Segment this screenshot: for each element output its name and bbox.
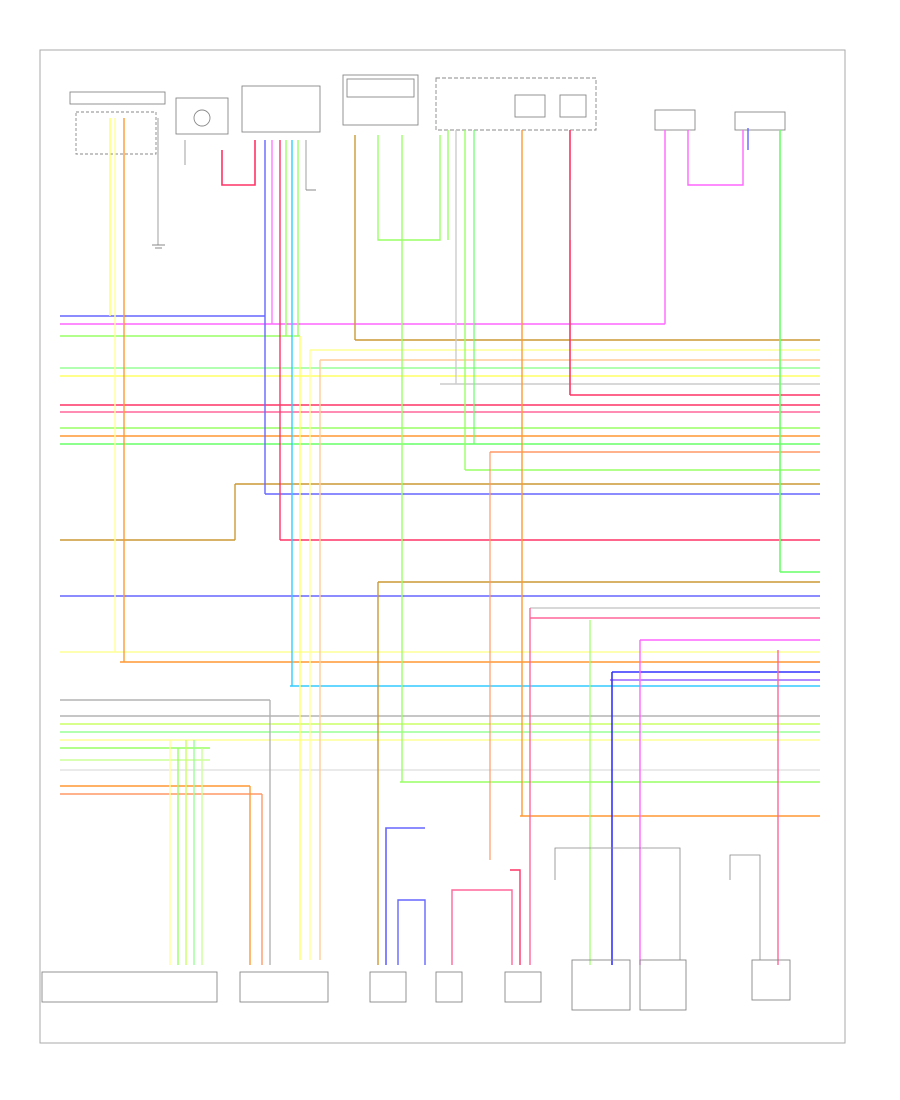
component-bottom-right-switch [751,959,791,1001]
component-bottom-relay-pair [571,959,687,1011]
component-top-switch [241,85,321,133]
wire-verticals [109,118,781,965]
diagram-frame [39,49,846,1044]
component-bottom-switch-a [369,971,407,1003]
component-top-fuse-relay-box [435,77,597,131]
component-top-left-module [69,91,166,155]
component-bottom-transmission [239,971,329,1003]
component-top-right-unit [654,109,696,131]
component-top-control-module [342,74,419,126]
ground-symbol [152,244,165,249]
component-top-sensor [175,97,229,135]
component-top-far-right [734,111,786,131]
component-bottom-speed-sensor [41,971,218,1003]
wire-bus [60,315,820,817]
component-bottom-switch-c [504,971,542,1003]
component-bottom-switch-b [435,971,463,1003]
